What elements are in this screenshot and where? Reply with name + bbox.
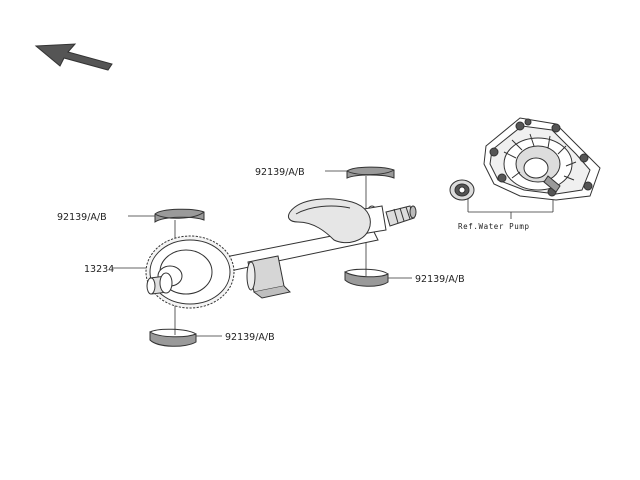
label-gear: 13234: [84, 264, 114, 275]
oil-seal: [449, 179, 475, 201]
balancer-shaft: [199, 198, 417, 299]
label-bearing-bottom: 92139/A/B: [225, 332, 275, 343]
front-direction-arrow-icon: [34, 43, 113, 71]
label-bearing-upper: 92139/A/B: [255, 167, 305, 178]
bearing-left: [154, 208, 205, 223]
bearing-lower-right: [344, 268, 389, 287]
label-bearing-left: 92139/A/B: [57, 212, 107, 223]
label-ref-water-pump: Ref.Water Pump: [458, 222, 530, 231]
leader-lines: [112, 170, 554, 337]
water-pump-cover: [483, 117, 601, 201]
bearing-upper: [346, 166, 395, 179]
balancer-gear: [145, 235, 235, 309]
bearing-bottom: [149, 328, 197, 347]
label-bearing-lower-right: 92139/A/B: [415, 274, 465, 285]
